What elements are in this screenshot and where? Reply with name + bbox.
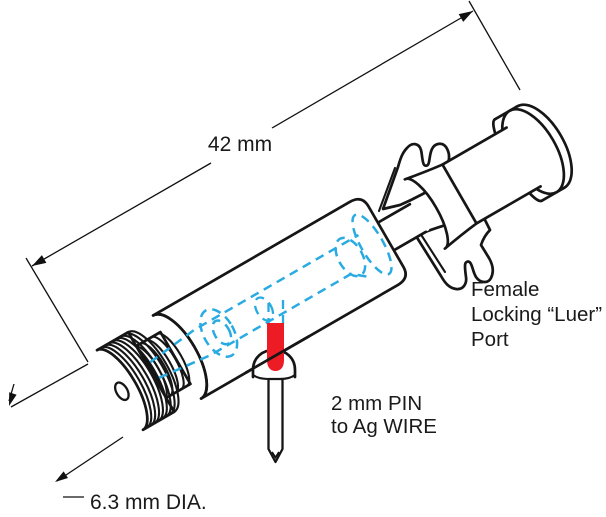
upper-wing-edge	[377, 166, 397, 213]
dimension-42mm	[25, 0, 521, 363]
contact-pin-assembly	[244, 296, 311, 464]
dimension-63mm	[8, 363, 124, 498]
pin-label-line1: 2 mm PIN	[331, 392, 422, 415]
arrowhead-right	[458, 11, 473, 22]
pin-hidden-sides	[267, 300, 285, 326]
luer-cavity-outer	[351, 213, 393, 276]
barrel-edge-overline	[244, 334, 311, 374]
luer-cavity-inner	[334, 236, 367, 278]
pin-socket-hidden	[253, 296, 275, 322]
luer-end-flange	[491, 103, 574, 203]
dimension-line	[31, 10, 474, 267]
port-label-line2: Locking “Luer”	[471, 303, 602, 326]
dia-arrowhead-lower	[55, 471, 68, 482]
length-dimension-label: 42 mm	[208, 133, 272, 156]
lower-wing-edge	[418, 231, 447, 274]
diameter-dimension-label: 6.3 mm DIA.	[90, 491, 207, 514]
pin-red-section	[267, 323, 284, 371]
arrowhead-left	[32, 255, 47, 266]
dia-arrowhead-upper	[9, 392, 17, 406]
cap-cavity-inner	[211, 319, 233, 346]
port-label-line1: Female	[471, 278, 539, 301]
lower-wing	[414, 216, 495, 291]
pin-tip-notch	[271, 451, 280, 460]
luer-cone	[403, 163, 478, 250]
dia-extension-upper	[10, 363, 89, 408]
extension-line-left	[25, 257, 89, 363]
pin-shank	[267, 377, 284, 464]
bore-top-line	[149, 233, 360, 364]
cap-center-hole	[113, 381, 130, 402]
pin-label-line2: to Ag WIRE	[331, 415, 437, 438]
extension-line-right	[468, 0, 521, 91]
connector-neck	[374, 202, 428, 253]
holder-body	[95, 126, 543, 432]
dia-extension-lower	[56, 436, 124, 482]
port-label-line3: Port	[471, 328, 509, 351]
bore-bottom-line	[158, 272, 372, 379]
luer-barrel	[441, 126, 542, 225]
barrel-end-ring	[151, 312, 209, 400]
